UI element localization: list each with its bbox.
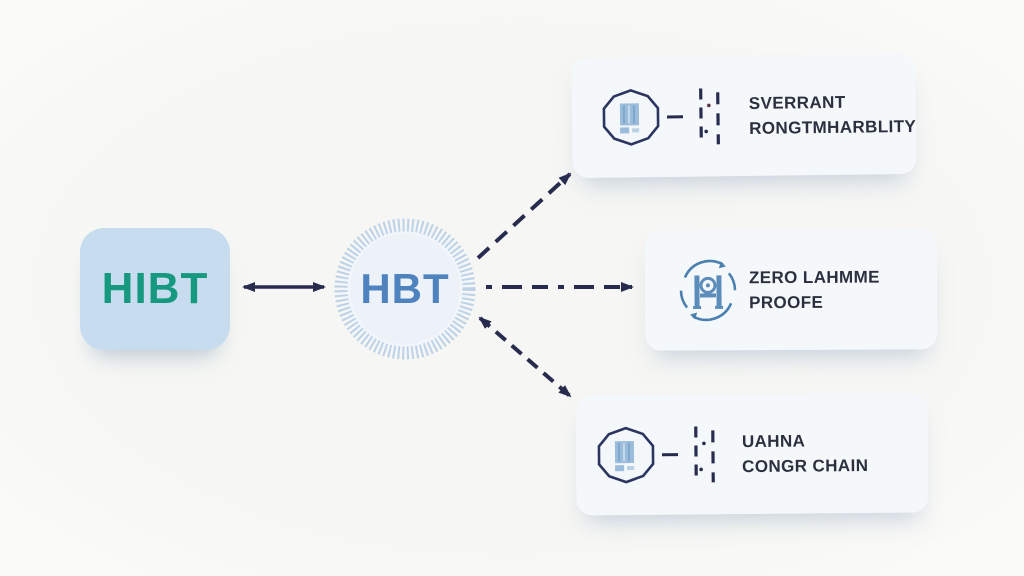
- dashed-links-icon: [661, 426, 715, 483]
- card-top-line1: SVERRANT: [748, 92, 846, 113]
- hbt-label: HBT: [360, 265, 450, 312]
- card-bottom-line1: UAHNA: [741, 431, 806, 452]
- hibt-label: HIBT: [101, 264, 209, 313]
- card-bottom-text: UAHNA CONGR CHAIN: [742, 428, 869, 479]
- card-middle-text: ZERO LAHMME PROOFE: [749, 265, 880, 316]
- arrow-hbt-to-bottom-card: [478, 316, 572, 398]
- card-top[interactable]: SVERRANT RONGTMHARBLITY: [571, 53, 917, 179]
- card-middle-line1: ZERO LAHMME: [748, 267, 880, 288]
- card-top-text: SVERRANT RONGTMHARBLITY: [749, 89, 917, 141]
- card-middle-line2: PROOFE: [749, 292, 824, 313]
- card-bottom-line2: CONGR CHAIN: [742, 455, 869, 477]
- dashed-links-icon: [666, 88, 720, 145]
- token-ring: [334, 218, 476, 360]
- arrow-hbt-to-top-card: [476, 172, 572, 260]
- octagon-ledger-icon: [597, 426, 655, 484]
- zk-proof-icon: [679, 259, 737, 322]
- card-top-line2: RONGTMHARBLITY: [749, 116, 917, 138]
- card-middle[interactable]: ZERO LAHMME PROOFE: [644, 229, 938, 351]
- hbt-token-node[interactable]: HBT: [333, 217, 477, 361]
- hibt-node[interactable]: HIBT: [80, 228, 230, 350]
- octagon-ledger-icon: [602, 89, 660, 146]
- card-bottom[interactable]: UAHNA CONGR CHAIN: [575, 392, 929, 516]
